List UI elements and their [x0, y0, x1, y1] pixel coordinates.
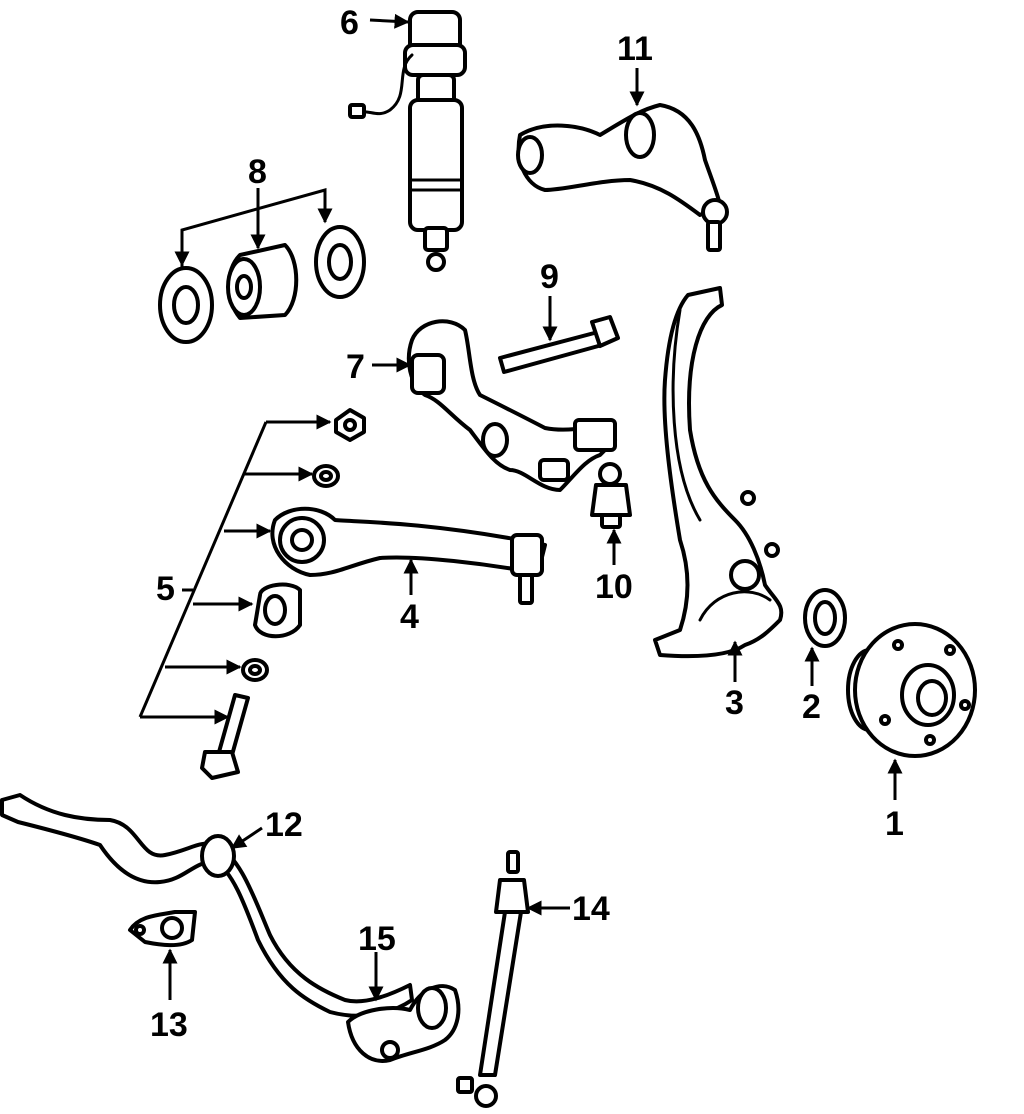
- callout-10: 10: [595, 568, 633, 606]
- callout-12: 12: [265, 806, 303, 844]
- part-1-wheel-hub: [846, 622, 977, 758]
- part-6-air-strut: [348, 10, 467, 272]
- part-12-stabilizer-bar: [0, 793, 414, 1018]
- callout-6: 6: [340, 4, 359, 42]
- callout-11: 11: [617, 30, 653, 68]
- part-7-lower-control-arm: [406, 319, 617, 492]
- callout-13: 13: [150, 1006, 188, 1044]
- callout-labels: 1 2 3 4 5 6 7 8 9 10 11 12 13 14 15: [150, 4, 904, 1044]
- part-2-seal: [803, 588, 847, 648]
- callout-8: 8: [248, 153, 267, 191]
- part-13-bracket: [128, 910, 197, 948]
- part-5-hardware-kit: [200, 408, 366, 780]
- callout-2: 2: [802, 688, 821, 726]
- leader-lines: [138, 13, 903, 1002]
- part-3-steering-knuckle: [653, 286, 784, 659]
- part-9-bolt: [498, 315, 620, 374]
- part-8-bushing-set: [158, 225, 366, 344]
- callout-7: 7: [346, 348, 365, 386]
- part-11-upper-control-arm: [516, 103, 729, 252]
- callout-3: 3: [725, 684, 744, 722]
- part-4-front-lower-arm: [270, 506, 547, 605]
- part-10-ball-joint: [590, 462, 632, 529]
- part-14-stabilizer-link: [456, 850, 530, 1108]
- callout-14: 14: [572, 890, 610, 928]
- callout-4: 4: [400, 598, 419, 636]
- callout-9: 9: [540, 258, 559, 296]
- callout-5: 5: [156, 570, 175, 608]
- callout-15: 15: [358, 920, 396, 958]
- callout-1: 1: [885, 805, 904, 843]
- part-15-bar-bushing-clamp: [346, 984, 461, 1063]
